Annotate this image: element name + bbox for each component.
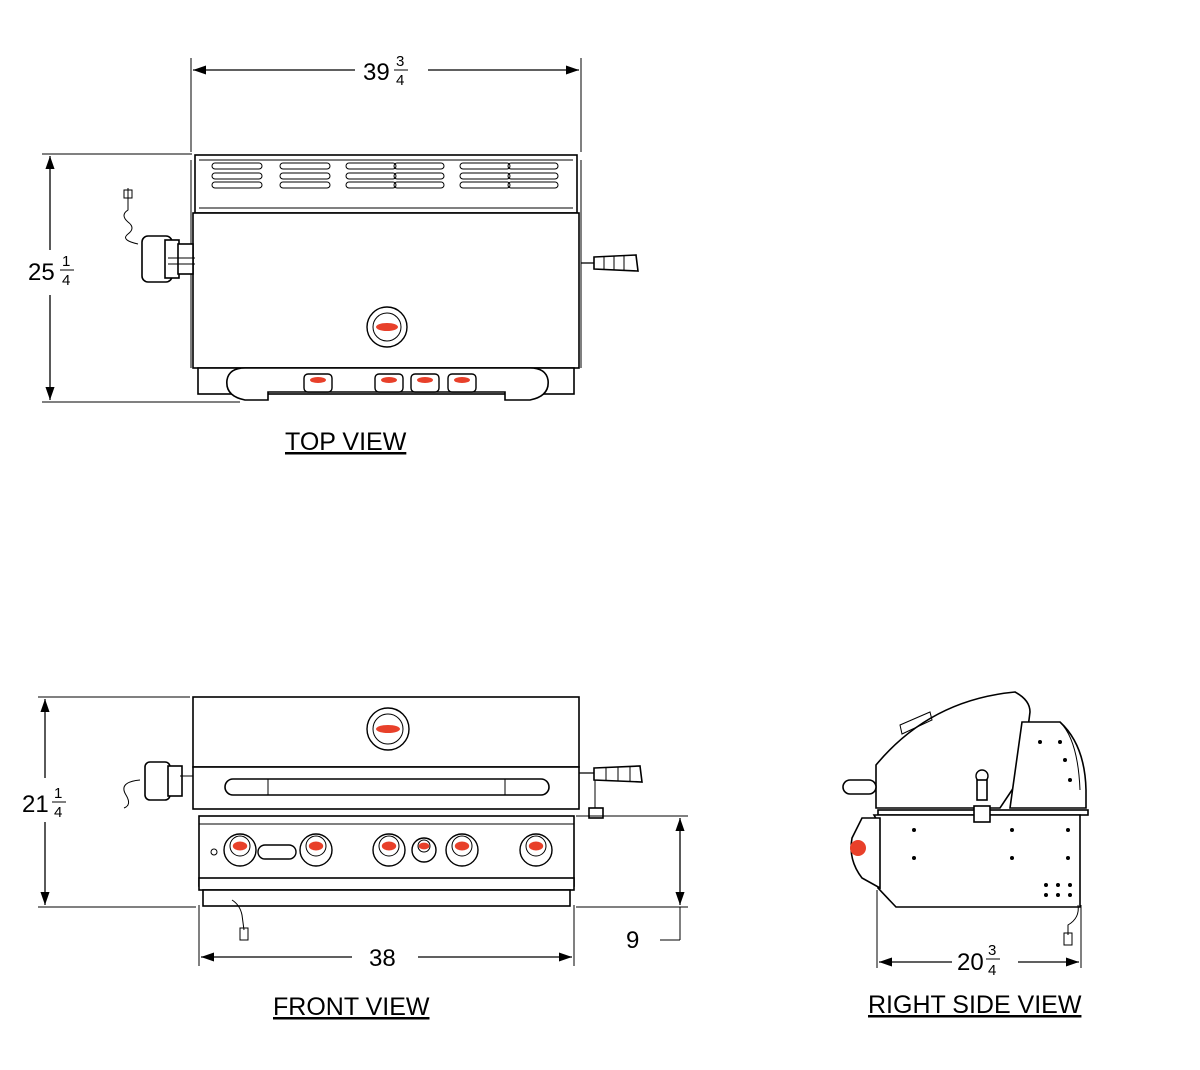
vent-slots bbox=[211, 162, 559, 189]
front-height-num: 1 bbox=[54, 785, 62, 802]
vent-slot bbox=[507, 172, 559, 180]
top-depth-dimension: 25 1 4 bbox=[28, 253, 74, 289]
vent-slot bbox=[279, 172, 331, 180]
vent-slot bbox=[507, 162, 559, 170]
front-handle-icon bbox=[224, 778, 550, 796]
rotisserie-motor-icon bbox=[123, 188, 195, 283]
top-width-num: 3 bbox=[396, 53, 404, 70]
vent-slot bbox=[345, 162, 397, 170]
front-knob-icon bbox=[411, 837, 437, 863]
rivet bbox=[1044, 893, 1048, 897]
vent-slot bbox=[345, 172, 397, 180]
front-view: 21 1 4 bbox=[22, 696, 688, 1021]
vent-slot bbox=[459, 172, 511, 180]
side-rivets bbox=[912, 740, 1072, 897]
side-depth-dimension: 20 3 4 bbox=[957, 942, 1000, 979]
top-width-whole: 39 bbox=[363, 59, 390, 86]
front-knob-row bbox=[223, 833, 553, 867]
vent-slot bbox=[459, 162, 511, 170]
rivet bbox=[1066, 828, 1070, 832]
vent-slot bbox=[279, 181, 331, 189]
rivet bbox=[1056, 883, 1060, 887]
vent-slot bbox=[393, 162, 445, 170]
top-knob-row bbox=[303, 373, 477, 393]
vent-slot bbox=[211, 172, 263, 180]
top-width-dimension: 39 3 4 bbox=[363, 53, 408, 89]
rivet bbox=[1063, 758, 1067, 762]
side-knob-icon bbox=[850, 840, 866, 856]
top-view: 39 3 4 25 1 4 bbox=[28, 53, 639, 456]
front-panel-height-value: 9 bbox=[626, 927, 639, 954]
side-hood bbox=[875, 691, 1031, 809]
side-depth-den: 4 bbox=[988, 962, 996, 979]
rivet bbox=[912, 856, 916, 860]
front-width-value: 38 bbox=[369, 945, 396, 972]
top-view-label: TOP VIEW bbox=[285, 428, 407, 456]
front-height-whole: 21 bbox=[22, 791, 49, 818]
side-depth-whole: 20 bbox=[957, 949, 984, 976]
top-depth-num: 1 bbox=[62, 253, 70, 270]
rivet bbox=[1010, 828, 1014, 832]
rivet bbox=[1038, 740, 1042, 744]
side-body bbox=[872, 814, 1081, 908]
vent-slot bbox=[507, 181, 559, 189]
rivet bbox=[1068, 893, 1072, 897]
rivet bbox=[1058, 740, 1062, 744]
top-depth-den: 4 bbox=[62, 272, 70, 289]
front-rotisserie-motor-icon bbox=[123, 761, 193, 809]
vent-slot bbox=[211, 181, 263, 189]
rivet bbox=[912, 828, 916, 832]
rivet bbox=[1068, 883, 1072, 887]
side-view-label: RIGHT SIDE VIEW bbox=[868, 991, 1082, 1019]
rivet bbox=[1010, 856, 1014, 860]
rivet bbox=[1068, 778, 1072, 782]
front-height-dimension: 21 1 4 bbox=[22, 785, 66, 821]
vent-slot bbox=[279, 162, 331, 170]
front-view-label: FRONT VIEW bbox=[273, 993, 430, 1021]
vent-slot bbox=[459, 181, 511, 189]
rotisserie-handle-icon bbox=[581, 254, 639, 272]
rivet bbox=[1056, 893, 1060, 897]
top-width-den: 4 bbox=[396, 72, 404, 89]
vent-slot bbox=[393, 181, 445, 189]
front-height-den: 4 bbox=[54, 804, 62, 821]
vent-slot bbox=[345, 181, 397, 189]
side-depth-num: 3 bbox=[988, 942, 996, 959]
rivet bbox=[1066, 856, 1070, 860]
top-depth-whole: 25 bbox=[28, 259, 55, 286]
top-rear-vent-panel bbox=[194, 154, 578, 214]
rivet bbox=[1044, 883, 1048, 887]
front-rotisserie-handle-icon bbox=[579, 765, 643, 819]
side-view: 20 3 4 RIGHT SIDE VIEW bbox=[842, 691, 1089, 1019]
brand-badge-icon bbox=[257, 844, 297, 860]
vent-slot bbox=[393, 172, 445, 180]
vent-slot bbox=[211, 162, 263, 170]
